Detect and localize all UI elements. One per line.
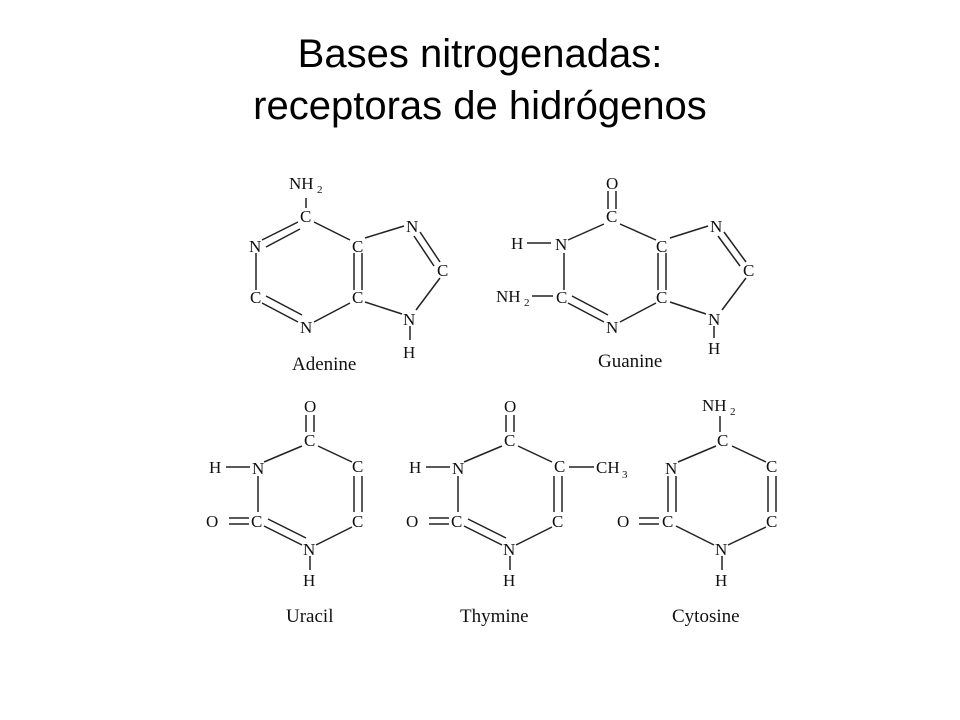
uracil-atom-c4: C bbox=[304, 431, 315, 450]
uracil-atom-o4: O bbox=[304, 397, 316, 416]
uracil-atom-n1: N bbox=[303, 540, 315, 559]
uracil-atom-n3: N bbox=[252, 459, 264, 478]
adenine-amino-subscript: 2 bbox=[317, 184, 323, 196]
adenine-amino-nh: NH bbox=[289, 174, 314, 193]
cytosine-atom-o2: O bbox=[617, 512, 629, 531]
guanine-atom-c5: C bbox=[656, 237, 667, 256]
cytosine-amino-nh: NH bbox=[702, 396, 727, 415]
guanine-structure: O C H N NH 2 C N C C N C N H Guanine bbox=[496, 174, 754, 372]
uracil-atom-o2: O bbox=[206, 512, 218, 531]
guanine-atom-n7: N bbox=[710, 217, 722, 236]
thymine-atom-c4: C bbox=[504, 431, 515, 450]
thymine-atom-n3: N bbox=[452, 459, 464, 478]
guanine-atom-c4: C bbox=[656, 288, 667, 307]
guanine-amino-nh: NH bbox=[496, 287, 521, 306]
guanine-atom-o6: O bbox=[606, 174, 618, 193]
adenine-atom-c4: C bbox=[352, 288, 363, 307]
guanine-atom-c6: C bbox=[606, 207, 617, 226]
adenine-label: Adenine bbox=[292, 354, 356, 375]
title-line-1: Bases nitrogenadas: bbox=[297, 32, 663, 76]
cytosine-atom-h1: H bbox=[715, 571, 727, 590]
thymine-methyl-subscript: 3 bbox=[622, 469, 628, 481]
uracil-atom-c5: C bbox=[352, 457, 363, 476]
guanine-label: Guanine bbox=[598, 351, 662, 372]
cytosine-atom-c2: C bbox=[662, 512, 673, 531]
adenine-atom-h9: H bbox=[403, 343, 415, 362]
uracil-atom-h3: H bbox=[209, 458, 221, 477]
adenine-atom-n3: N bbox=[300, 318, 312, 337]
thymine-atom-c2: C bbox=[451, 512, 462, 531]
guanine-atom-n1: N bbox=[555, 235, 567, 254]
thymine-atom-o4: O bbox=[504, 397, 516, 416]
guanine-atom-h1: H bbox=[511, 234, 523, 253]
adenine-atom-c5: C bbox=[352, 237, 363, 256]
cytosine-atom-c6: C bbox=[766, 512, 777, 531]
guanine-atom-c8: C bbox=[743, 261, 754, 280]
guanine-atom-n3: N bbox=[606, 318, 618, 337]
thymine-atom-n1: N bbox=[503, 540, 515, 559]
guanine-amino-subscript: 2 bbox=[524, 297, 530, 309]
thymine-label: Thymine bbox=[460, 606, 529, 627]
guanine-atom-n9: N bbox=[708, 310, 720, 329]
slide-title: Bases nitrogenadas: receptoras de hidróg… bbox=[0, 28, 960, 132]
uracil-atom-h1: H bbox=[303, 571, 315, 590]
thymine-atom-c6: C bbox=[552, 512, 563, 531]
thymine-atom-h1: H bbox=[503, 571, 515, 590]
cytosine-label: Cytosine bbox=[672, 606, 740, 627]
adenine-atom-n9: N bbox=[403, 310, 415, 329]
cytosine-atom-c5: C bbox=[766, 457, 777, 476]
cytosine-structure: NH 2 C N C C O C N H Cytosine bbox=[617, 396, 777, 627]
cytosine-amino-subscript: 2 bbox=[730, 406, 736, 418]
title-line-2: receptoras de hidrógenos bbox=[253, 84, 707, 128]
adenine-atom-c8: C bbox=[437, 261, 448, 280]
guanine-atom-h9: H bbox=[708, 339, 720, 358]
uracil-atom-c2: C bbox=[251, 512, 262, 531]
thymine-atom-h3: H bbox=[409, 458, 421, 477]
uracil-atom-c6: C bbox=[352, 512, 363, 531]
thymine-atom-c5: C bbox=[554, 457, 565, 476]
cytosine-atom-n3: N bbox=[665, 459, 677, 478]
thymine-atom-o2: O bbox=[406, 512, 418, 531]
adenine-structure: NH 2 C N C N C C N C N H Adenine bbox=[249, 174, 448, 375]
guanine-atom-c2: C bbox=[556, 288, 567, 307]
thymine-structure: O C H N C CH 3 C O C N H Thymine bbox=[406, 397, 628, 627]
uracil-label: Uracil bbox=[286, 606, 333, 627]
cytosine-atom-c4: C bbox=[717, 431, 728, 450]
adenine-atom-n1: N bbox=[249, 237, 261, 256]
thymine-methyl-ch: CH bbox=[596, 458, 620, 477]
adenine-atom-c6: C bbox=[300, 207, 311, 226]
uracil-structure: O C H N C C O C N H Uracil bbox=[206, 397, 363, 627]
adenine-atom-c2: C bbox=[250, 288, 261, 307]
adenine-atom-n7: N bbox=[406, 217, 418, 236]
cytosine-atom-n1: N bbox=[715, 540, 727, 559]
